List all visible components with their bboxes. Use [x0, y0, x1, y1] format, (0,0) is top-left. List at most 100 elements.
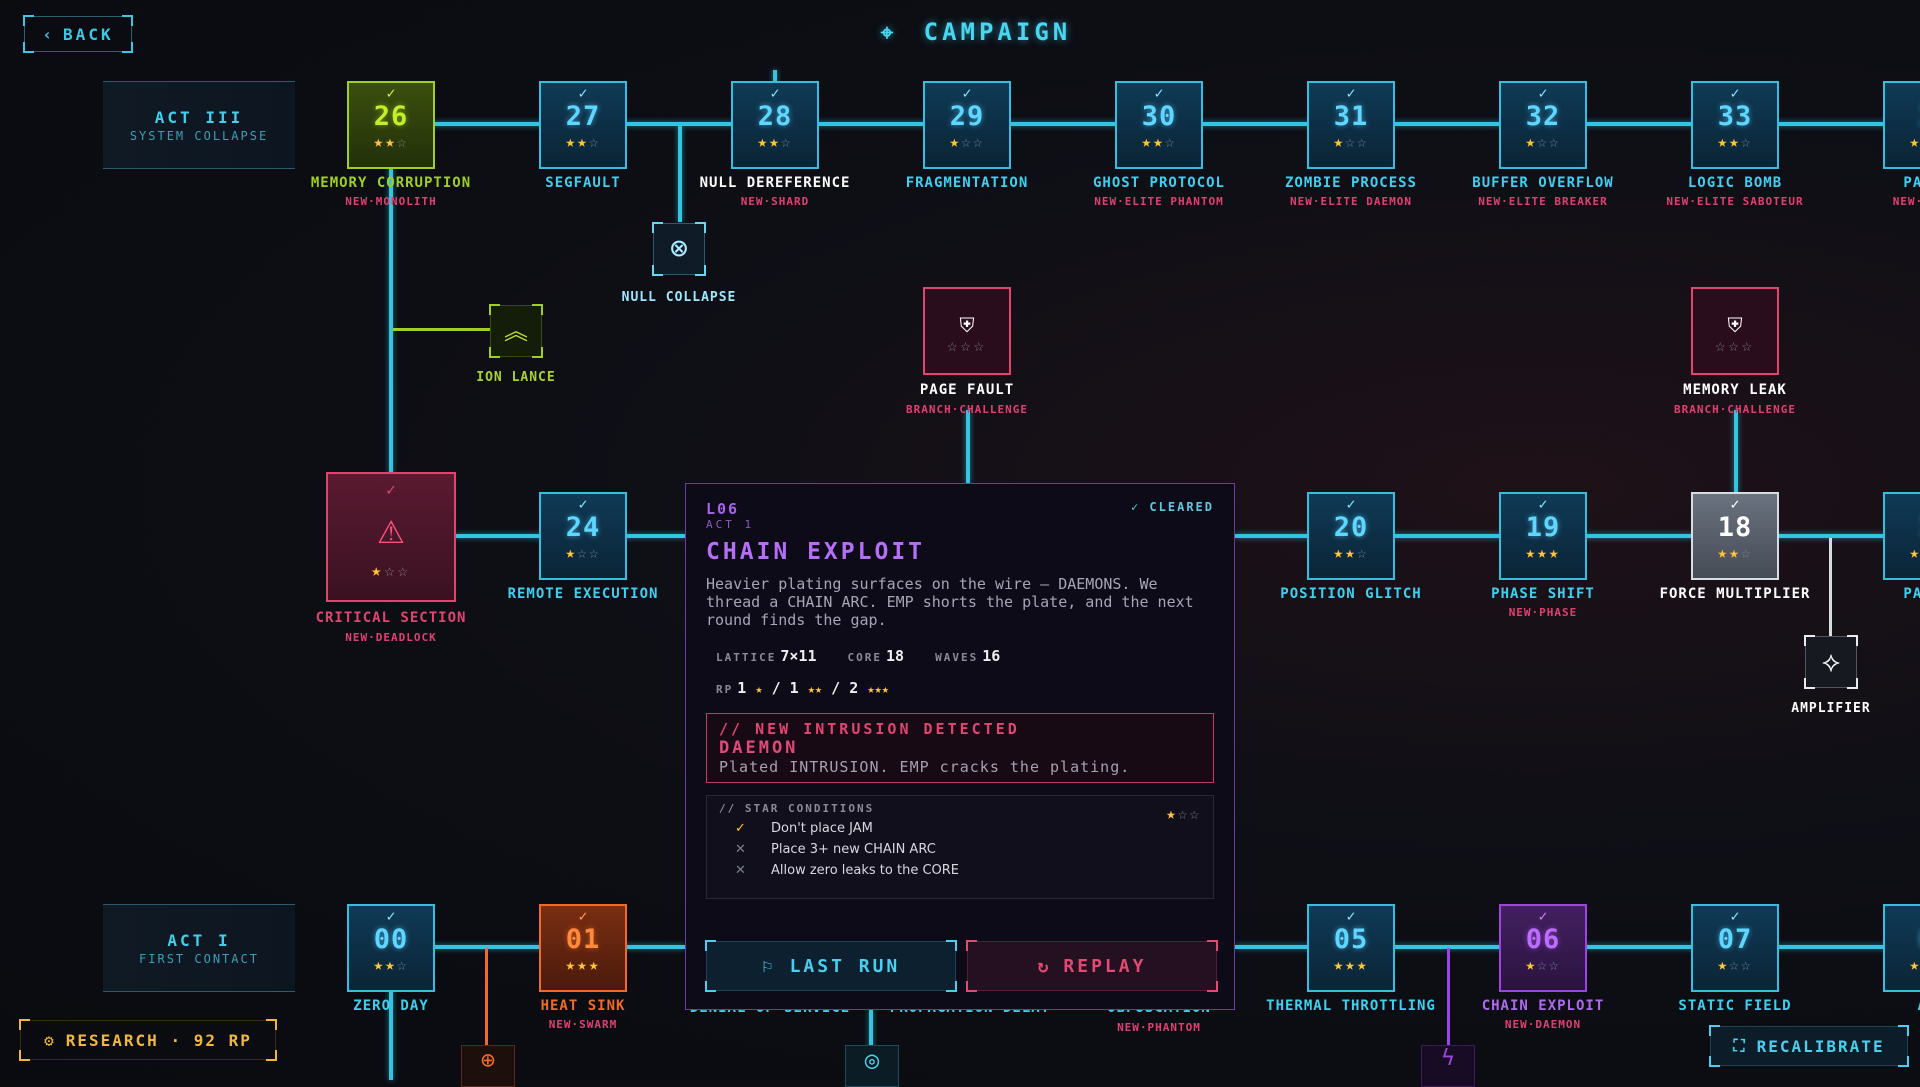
- upgrade-node-ion-lance[interactable]: ︽: [489, 304, 543, 358]
- upgrade-node-purple[interactable]: ϟ: [1421, 1045, 1475, 1087]
- level-number: 26: [373, 101, 409, 132]
- check-icon: ✓: [1885, 83, 1920, 101]
- star-empty-icon: ☆: [1548, 132, 1561, 151]
- star-filled-icon: ★: [1525, 132, 1538, 151]
- level-node[interactable]: ✓26★★☆: [347, 81, 435, 169]
- star-filled-icon: ★: [1345, 955, 1357, 974]
- level-node[interactable]: ✓19★★★: [1499, 492, 1587, 580]
- level-sub: BRANCH·CHALLENGE: [906, 403, 1028, 416]
- level-number: 29: [949, 101, 985, 132]
- challenge-node-memory-leak[interactable]: ⛨ ☆☆☆: [1691, 287, 1779, 375]
- level-node[interactable]: ✓05★★★: [1307, 904, 1395, 992]
- level-node[interactable]: ✓06★☆☆: [1499, 904, 1587, 992]
- star-filled-icon: ★: [1717, 543, 1730, 562]
- level-node[interactable]: ✓20★★☆: [1307, 492, 1395, 580]
- level-node[interactable]: ✓33★★☆: [1691, 81, 1779, 169]
- level-node[interactable]: ✓32★☆☆: [1499, 81, 1587, 169]
- level-label: REMOTE EXECUTION: [507, 586, 659, 602]
- diamond-crosshair-icon: ⟡: [1821, 645, 1841, 678]
- chevrons-up-icon: ︽: [504, 317, 528, 345]
- upgrade-node-null-collapse[interactable]: ⊗: [652, 222, 706, 276]
- stat-label: CORE: [847, 651, 883, 664]
- star-rating: ★☆☆: [1501, 956, 1585, 974]
- star-filled-icon: ★: [1141, 132, 1154, 151]
- level-label: NULL DEREFERENCE: [699, 175, 851, 191]
- level-label: CHAIN EXPLOIT: [1481, 998, 1605, 1014]
- research-button[interactable]: ⚙RESEARCH · 92 RP: [19, 1019, 277, 1061]
- level-node[interactable]: ✓27★★☆: [539, 81, 627, 169]
- star-empty-icon: ☆: [780, 132, 793, 151]
- level-label: FORCE MULTIPLIER: [1659, 586, 1811, 602]
- level-label: PATCH: [1903, 175, 1920, 191]
- level-node[interactable]: ✓3★☆☆: [1883, 81, 1920, 169]
- star-filled-icon: ★: [1537, 543, 1549, 562]
- level-number: 00: [373, 924, 409, 955]
- star-empty-icon: ☆: [1729, 955, 1741, 974]
- path-line: [389, 168, 393, 474]
- star-rating: ★☆☆: [1693, 956, 1777, 974]
- level-node[interactable]: ✓24★☆☆: [539, 492, 627, 580]
- level-number: 0: [1885, 924, 1920, 956]
- level-node[interactable]: ✓29★☆☆: [923, 81, 1011, 169]
- recalibrate-label: RECALIBRATE: [1756, 1036, 1885, 1056]
- level-number: 28: [757, 101, 793, 132]
- star-filled-icon: ★: [588, 955, 601, 974]
- level-number: 06: [1525, 924, 1561, 955]
- upgrade-node-cyan[interactable]: ◎: [845, 1045, 899, 1087]
- level-sub: NEW·SHARD: [740, 195, 810, 208]
- replay-button[interactable]: ↻REPLAY: [966, 940, 1218, 992]
- star-rating: ★☆☆: [371, 561, 411, 581]
- star-filled-icon: ★: [1333, 955, 1346, 974]
- check-icon: ✓: [1730, 495, 1740, 513]
- check-icon: ✓: [770, 84, 780, 102]
- path-line: [389, 990, 393, 1080]
- level-description: Heavier plating surfaces on the wire — D…: [706, 575, 1194, 629]
- level-label: AI: [1817, 998, 1920, 1014]
- star-filled-icon: ★: [565, 543, 578, 562]
- star-filled-icon: ★: [1333, 132, 1346, 151]
- level-node[interactable]: ✓31★☆☆: [1307, 81, 1395, 169]
- star-rating: ★☆☆: [1885, 133, 1920, 151]
- level-number: 3: [1885, 101, 1920, 133]
- level-node[interactable]: ✓01★★★: [539, 904, 627, 992]
- level-sub: NEW·ELITE SABOTEUR: [1666, 195, 1804, 208]
- level-node[interactable]: ✓07★☆☆: [1691, 904, 1779, 992]
- level-node[interactable]: ✓0★☆☆: [1883, 904, 1920, 992]
- check-icon: ✓: [578, 84, 588, 102]
- level-node[interactable]: ✓28★★☆: [731, 81, 819, 169]
- flag-icon: ⚐: [761, 955, 776, 977]
- upgrade-node-orange[interactable]: ⊕: [461, 1045, 515, 1087]
- check-icon: ✓: [386, 907, 396, 925]
- level-sub: NEW·ELITE DAEMON: [1290, 195, 1412, 208]
- level-node[interactable]: ✓30★★☆: [1115, 81, 1203, 169]
- level-label: HEAT SINK: [540, 998, 626, 1014]
- star-filled-icon: ★: [1525, 955, 1538, 974]
- recalibrate-button[interactable]: ⛶RECALIBRATE: [1709, 1025, 1909, 1067]
- star-rating: ★★☆: [349, 956, 433, 974]
- level-number: 18: [1717, 512, 1753, 543]
- level-number: 20: [1333, 512, 1369, 543]
- path-line-green: [393, 328, 491, 331]
- path-line-bot: [391, 945, 685, 949]
- star-empty-icon: ☆: [1537, 955, 1549, 974]
- level-label: PAGE FAULT: [919, 382, 1015, 398]
- last-run-button[interactable]: ⚐LAST RUN: [705, 940, 957, 992]
- level-node-critical-section[interactable]: ✓ ⚠ ★☆☆: [326, 472, 456, 602]
- star-filled-icon: ★: [1717, 955, 1730, 974]
- path-line-purple: [1447, 948, 1450, 1048]
- challenge-node-page-fault[interactable]: ⛨ ☆☆☆: [923, 287, 1011, 375]
- check-icon: ✓: [1538, 907, 1548, 925]
- star-filled-icon: ★: [1153, 132, 1165, 151]
- level-number: 19: [1525, 512, 1561, 543]
- level-node[interactable]: ✓1★☆☆: [1883, 492, 1920, 580]
- star-filled-icon: ★: [1717, 132, 1730, 151]
- level-label: PHASE SHIFT: [1491, 586, 1595, 602]
- level-node[interactable]: ✓18★★☆: [1691, 492, 1779, 580]
- star-rating: ★☆☆: [1309, 133, 1393, 151]
- path-line-orange: [485, 948, 488, 1048]
- status-badge: ✓ CLEARED: [1131, 500, 1214, 514]
- upgrade-node-amplifier[interactable]: ⟡: [1804, 635, 1858, 689]
- replay-icon: ↻: [1037, 955, 1052, 977]
- level-node[interactable]: ✓00★★☆: [347, 904, 435, 992]
- act-subtitle: SYSTEM COLLAPSE: [129, 129, 269, 143]
